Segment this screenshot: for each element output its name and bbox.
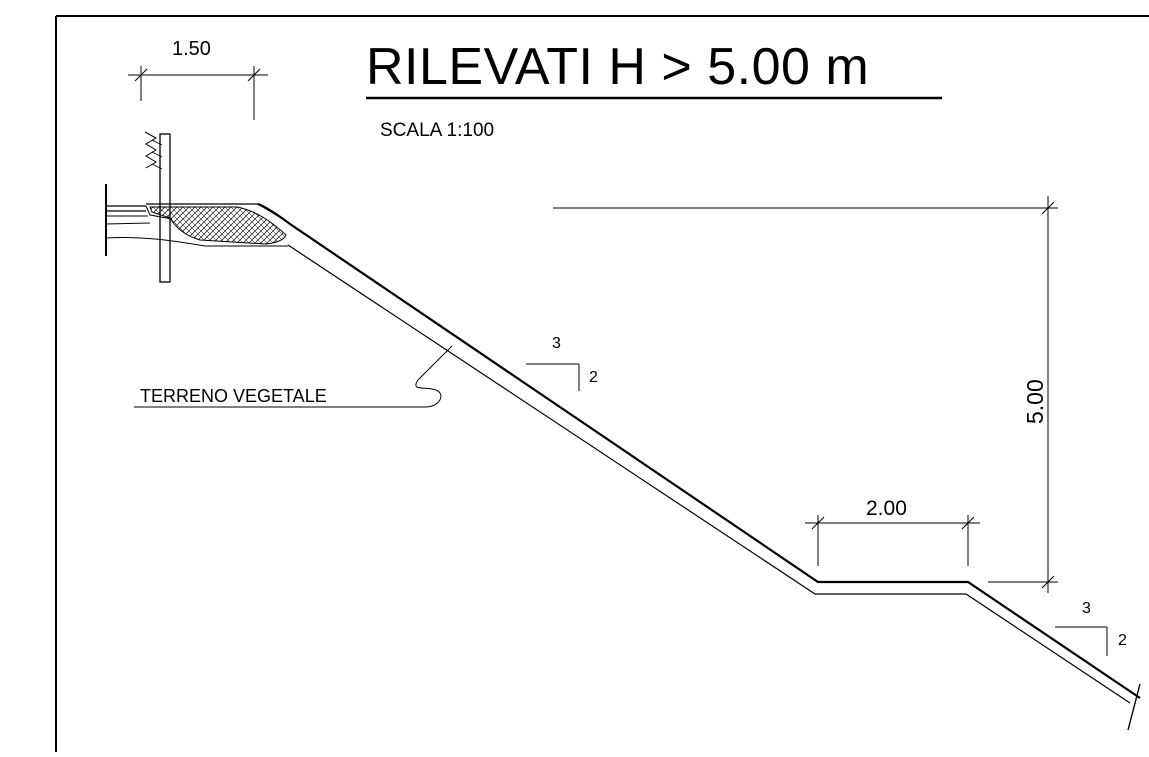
scale-label: SCALA 1:100	[380, 120, 495, 141]
topsoil-label: TERRENO VEGETALE	[140, 386, 327, 406]
shoulder-fill	[149, 206, 287, 245]
topsoil-leader	[134, 345, 453, 408]
subgrade-line	[105, 236, 288, 247]
berm-width-label: 2.00	[866, 497, 907, 520]
slope-upper-rise-label: 2	[589, 369, 598, 386]
embankment-profile-inner	[287, 244, 1131, 704]
embankment-profile-outer	[257, 202, 1141, 699]
top-width-dimension	[128, 66, 268, 120]
slope-indicator-upper	[526, 363, 580, 391]
slope-indicator-lower	[1055, 626, 1108, 656]
height-label: 5.00	[1022, 379, 1048, 424]
slope-lower-run-label: 3	[1082, 600, 1091, 617]
drawing-title: RILEVATI H > 5.00 m	[366, 38, 870, 96]
slope-upper-run-label: 3	[552, 335, 561, 352]
profile-end-tick	[1127, 683, 1141, 731]
slope-lower-rise-label: 2	[1118, 632, 1127, 649]
height-dimension	[553, 196, 1058, 593]
top-width-label: 1.50	[172, 38, 211, 60]
berm-width-dimension	[805, 515, 980, 566]
